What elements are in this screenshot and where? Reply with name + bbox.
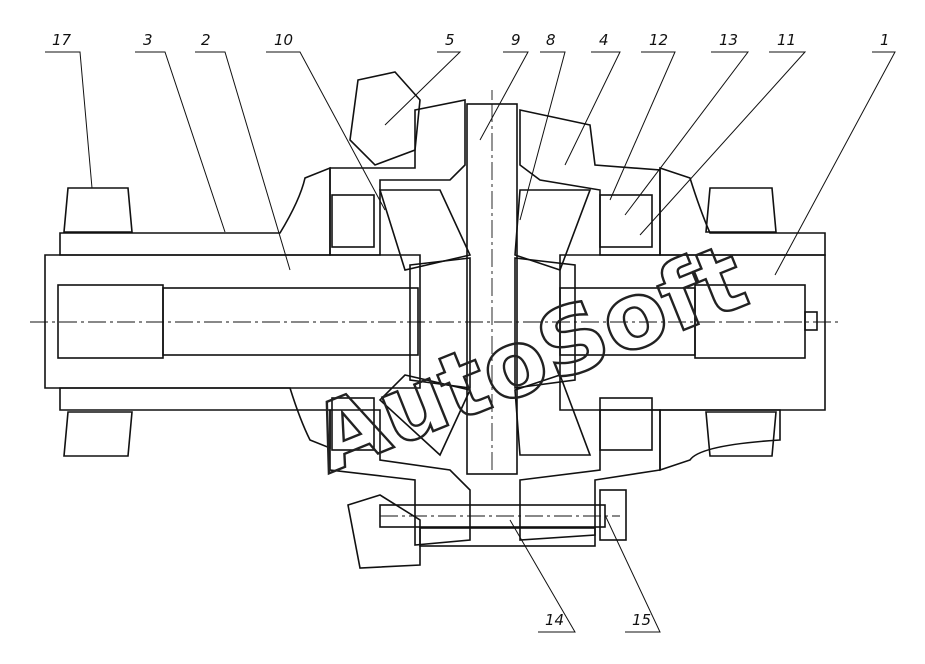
label-13: 13 [719, 31, 738, 49]
differential-case [329, 99, 661, 546]
leader-line-2 [195, 51, 291, 271]
bearings [63, 187, 777, 457]
label-11: 11 [777, 31, 796, 49]
pinion-axis [466, 103, 518, 475]
label-3: 3 [143, 31, 153, 49]
label-5: 5 [445, 31, 455, 49]
label-9: 9 [511, 31, 521, 49]
label-1: 1 [880, 31, 890, 49]
leader-line-9 [479, 51, 529, 141]
center-lines [30, 90, 840, 323]
label-12: 12 [649, 31, 668, 49]
leader-line-4 [564, 51, 621, 166]
label-10: 10 [274, 31, 293, 49]
leader-line-5 [384, 51, 462, 126]
label-8: 8 [546, 31, 556, 49]
leader-line-11 [639, 51, 807, 236]
leader-lines [45, 51, 896, 633]
label-15: 15 [632, 611, 651, 629]
leader-line-12 [609, 51, 676, 201]
leader-line-3 [135, 51, 226, 233]
leader-line-10 [266, 51, 386, 211]
label-4: 4 [599, 31, 609, 49]
side-gears [378, 189, 592, 457]
autosoft-watermark: AutoSoft [297, 223, 761, 494]
leader-line-8 [519, 51, 566, 221]
leader-line-17 [45, 51, 93, 189]
label-2: 2 [201, 31, 211, 49]
leader-line-13 [624, 51, 750, 216]
part-labels: 17 3 2 10 5 9 8 4 12 13 11 1 14 15 [52, 31, 890, 629]
leader-line-15 [604, 514, 661, 633]
label-14: 14 [545, 611, 564, 629]
leader-line-14 [509, 519, 576, 633]
label-17: 17 [52, 31, 72, 49]
leader-line-1 [774, 51, 896, 276]
